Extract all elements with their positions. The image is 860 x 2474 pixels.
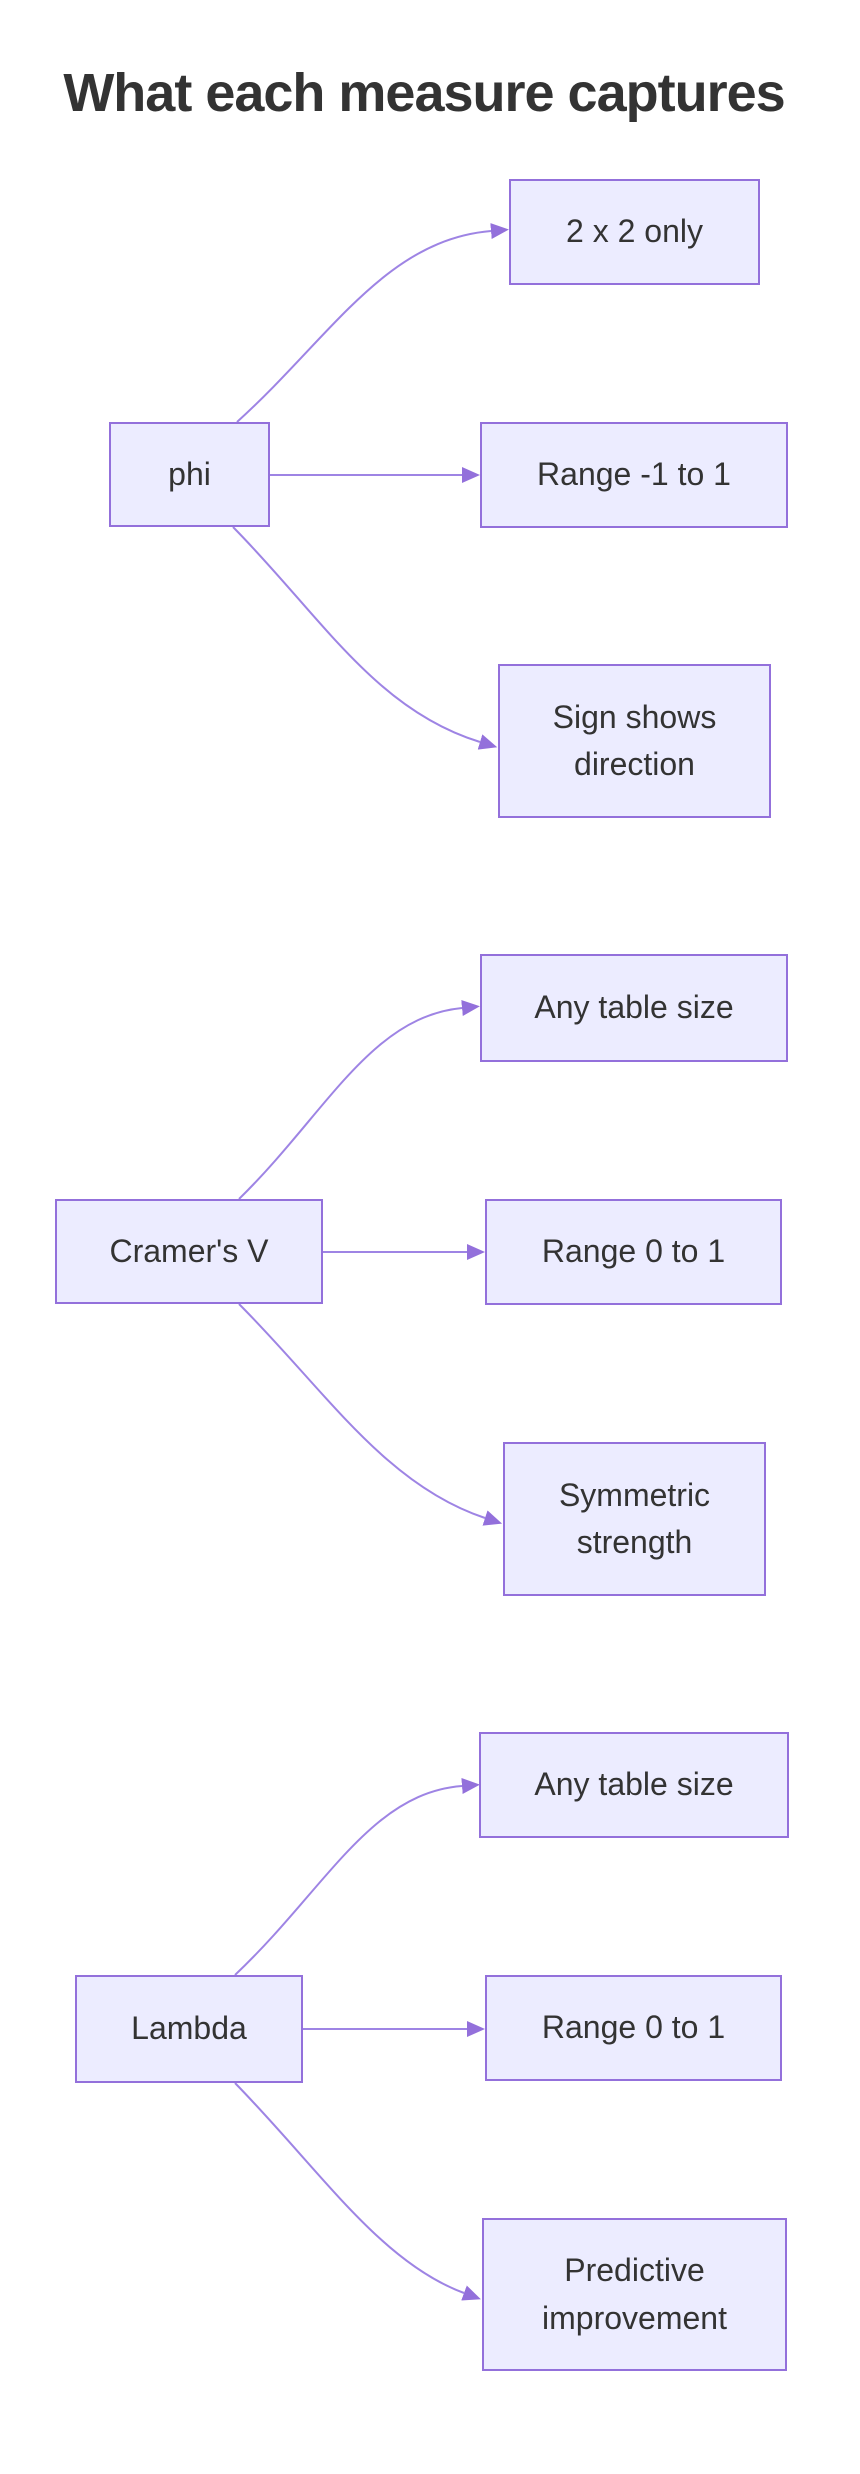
- node-predictive-improvement: Predictive improvement: [482, 2218, 787, 2371]
- node-range-neg1-to-1-label: Range -1 to 1: [537, 456, 731, 493]
- node-phi: phi: [109, 422, 270, 527]
- edge-cramers-v-symmetric-strength: [238, 1303, 503, 1526]
- node-any-table-size-1-label: Any table size: [534, 989, 734, 1026]
- node-sign-shows-direction: Sign shows direction: [498, 664, 771, 818]
- node-any-table-size-2: Any table size: [479, 1732, 789, 1838]
- edge-lambda-predictive-improvement: [234, 2082, 481, 2301]
- node-any-table-size-1: Any table size: [480, 954, 788, 1062]
- edge-lambda-any-table-size: [234, 1778, 480, 1976]
- node-range-0-to-1-2: Range 0 to 1: [485, 1975, 782, 2081]
- node-2x2-only: 2 x 2 only: [509, 179, 760, 285]
- diagram-title: What each measure captures: [63, 63, 785, 123]
- node-symmetric-strength-label: Symmetric strength: [558, 1476, 711, 1560]
- edge-phi-sign-shows-direction: [232, 526, 498, 750]
- node-sign-shows-direction-label: Sign shows direction: [552, 698, 717, 782]
- node-range-0-to-1-2-label: Range 0 to 1: [541, 2009, 726, 2046]
- node-lambda: Lambda: [75, 1975, 303, 2083]
- node-2x2-only-label: 2 x 2 only: [566, 213, 703, 250]
- node-phi-label: phi: [168, 455, 211, 492]
- node-cramers-v: Cramer's V: [55, 1199, 323, 1304]
- node-symmetric-strength: Symmetric strength: [503, 1442, 766, 1596]
- node-range-0-to-1-1: Range 0 to 1: [485, 1199, 782, 1305]
- node-range-0-to-1-1-label: Range 0 to 1: [541, 1233, 726, 1270]
- node-range-neg1-to-1: Range -1 to 1: [480, 422, 788, 528]
- node-cramers-v-label: Cramer's V: [109, 1232, 269, 1269]
- node-any-table-size-2-label: Any table size: [534, 1766, 734, 1803]
- node-predictive-improvement-label: Predictive improvement: [542, 2252, 727, 2336]
- node-lambda-label: Lambda: [131, 2010, 247, 2047]
- edge-cramers-v-any-table-size: [238, 1000, 480, 1200]
- edge-phi-2x2-only: [236, 223, 509, 423]
